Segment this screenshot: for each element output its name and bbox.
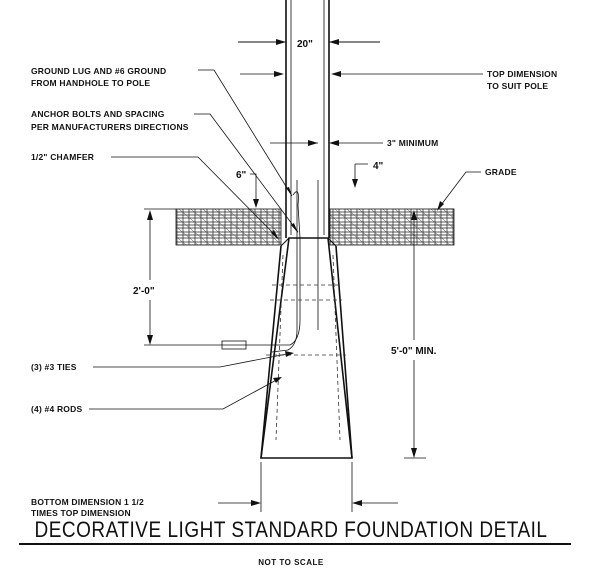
anchor-bolts-label-2: PER MANUFACTURERS DIRECTIONS	[31, 122, 189, 132]
pole-outline	[285, 0, 330, 238]
total-depth-dimension: 5'-0" MIN.	[391, 346, 437, 357]
rods-leader	[89, 377, 281, 410]
grade-label: GRADE	[485, 167, 517, 177]
grade-soil-right	[329, 208, 455, 246]
ground-lug-leader	[198, 69, 293, 197]
drawing-title: DECORATIVE LIGHT STANDARD FOUNDATION DET…	[35, 517, 548, 542]
offset-6-dimension: 6"	[236, 170, 247, 181]
ties-label: (3) #3 TIES	[31, 362, 77, 372]
rebar-rods	[275, 254, 341, 441]
chamfer-label: 1/2" CHAMFER	[31, 152, 94, 162]
bottom-dimension-label-2: TIMES TOP DIMENSION	[31, 508, 131, 518]
grade-soil-left	[175, 208, 282, 246]
ground-lug-label-1: GROUND LUG AND #6 GROUND	[31, 66, 166, 76]
bottom-dimension-label-1: BOTTOM DIMENSION 1 1/2	[31, 497, 144, 507]
ground-wire	[222, 191, 301, 346]
pole-inner-line	[290, 0, 325, 235]
rebar-ties	[266, 284, 346, 356]
ground-lug-label-2: FROM HANDHOLE TO POLE	[31, 78, 150, 88]
depth-above-dimension: 2'-0"	[133, 286, 155, 297]
top-dimension-label-1: TOP DIMENSION	[487, 69, 557, 79]
chamfer-leader	[111, 156, 279, 239]
anchor-bolts-leader	[194, 113, 299, 233]
grade-leader	[437, 171, 481, 210]
chamfer-edges	[280, 237, 337, 247]
rods-label: (4) #4 RODS	[31, 404, 82, 414]
offset-4-dimension: 4"	[373, 161, 384, 172]
minimum-label: 3" MINIMUM	[387, 138, 438, 148]
top-dimension-label-2: TO SUIT POLE	[487, 81, 548, 91]
drawing-subtitle: NOT TO SCALE	[258, 558, 324, 567]
anchor-bolts	[296, 180, 319, 330]
pole-width-dimension: 20"	[297, 39, 313, 50]
anchor-bolts-label-1: ANCHOR BOLTS AND SPACING	[31, 109, 165, 119]
ties-leader	[93, 352, 293, 368]
